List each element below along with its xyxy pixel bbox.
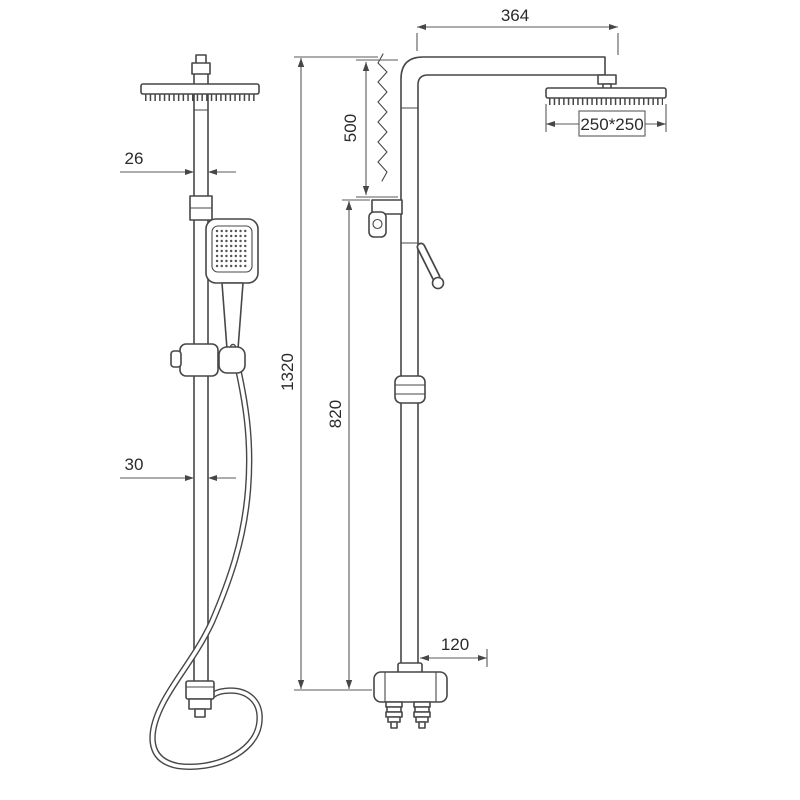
break-line (377, 53, 388, 182)
arrowhead (657, 121, 666, 127)
overhead-shower-front (140, 83, 260, 101)
head-connector-nut (597, 74, 617, 85)
dim-label-box (578, 110, 646, 137)
dim-label-1320: 1320 (278, 353, 297, 391)
arrowhead (478, 655, 487, 661)
mixer-housing (373, 671, 448, 703)
arrowhead (345, 201, 353, 210)
arrowhead (208, 475, 217, 481)
dim-30: 30 (120, 455, 236, 481)
arrowhead (345, 680, 353, 689)
hose-connector (185, 680, 215, 718)
dim-label-500: 500 (341, 114, 360, 142)
arrowhead (546, 121, 555, 127)
dim-26: 26 (120, 149, 236, 175)
slider-cradle-ring (218, 346, 246, 374)
slider-knob (170, 350, 182, 368)
dim-label-head-size: 250*250 (580, 115, 643, 134)
holder-prong-inner (418, 244, 439, 280)
dim-500: 500 (341, 59, 398, 198)
wall-bracket-arm (371, 199, 403, 215)
dim-label-30: 30 (125, 455, 144, 474)
arrowhead (362, 62, 370, 71)
arrowhead (297, 680, 305, 689)
height-adjuster-ring (394, 375, 426, 404)
dim-250x250: 250*250 (545, 104, 667, 137)
shower-hose (149, 343, 263, 771)
wall-bracket-screw (372, 218, 383, 230)
wall-bracket-knob (368, 211, 387, 238)
inlet-tail-right (413, 701, 431, 729)
dim-label-364: 364 (501, 6, 529, 25)
hose-connector-outlet (194, 708, 206, 718)
hose-connector-nut (188, 698, 212, 710)
hose-connector-block (185, 680, 215, 700)
front-view: 26 30 (120, 54, 263, 771)
hand-shower-nozzle-dots (215, 229, 250, 268)
arrowhead (208, 169, 217, 175)
arrowhead (185, 169, 194, 175)
wall-bracket (368, 199, 403, 238)
dim-820: 820 (326, 199, 370, 689)
riser-arm-outline (400, 56, 606, 685)
inlet-tails (385, 701, 431, 729)
slider-clamp (179, 343, 219, 377)
dim-label-26: 26 (125, 149, 144, 168)
arrowhead (417, 24, 426, 30)
inlet-tail-left (385, 701, 403, 729)
overhead-plate-front (140, 83, 260, 95)
holder-hook (431, 276, 445, 290)
arrowhead (420, 655, 429, 661)
arrowhead (297, 58, 305, 67)
dim-label-120: 120 (441, 635, 469, 654)
overhead-plate-side (545, 87, 667, 99)
dim-1320: 1320 (278, 56, 378, 691)
wall-break-zigzag (377, 53, 388, 182)
dim-label-820: 820 (326, 400, 345, 428)
pole-top-nut (191, 62, 211, 75)
mixer-body (373, 662, 448, 703)
slider-bracket (170, 343, 246, 377)
hand-shower (205, 218, 259, 353)
hose-inner (150, 345, 262, 769)
dim-120: 120 (420, 635, 488, 667)
dim-364: 364 (416, 6, 619, 55)
riser-pole-front-body (193, 69, 209, 685)
riser-pole-front (189, 54, 213, 685)
hand-shower-handle (221, 282, 244, 353)
arrowhead (185, 475, 194, 481)
overhead-shower-side (545, 74, 667, 105)
side-view: 364 250*250 500 1320 (278, 6, 667, 729)
hand-shower-holder (416, 242, 445, 290)
riser-and-arm-side (400, 56, 606, 685)
arrowhead (609, 24, 618, 30)
adjuster-ring-body (394, 375, 426, 404)
arrowhead (362, 186, 370, 195)
